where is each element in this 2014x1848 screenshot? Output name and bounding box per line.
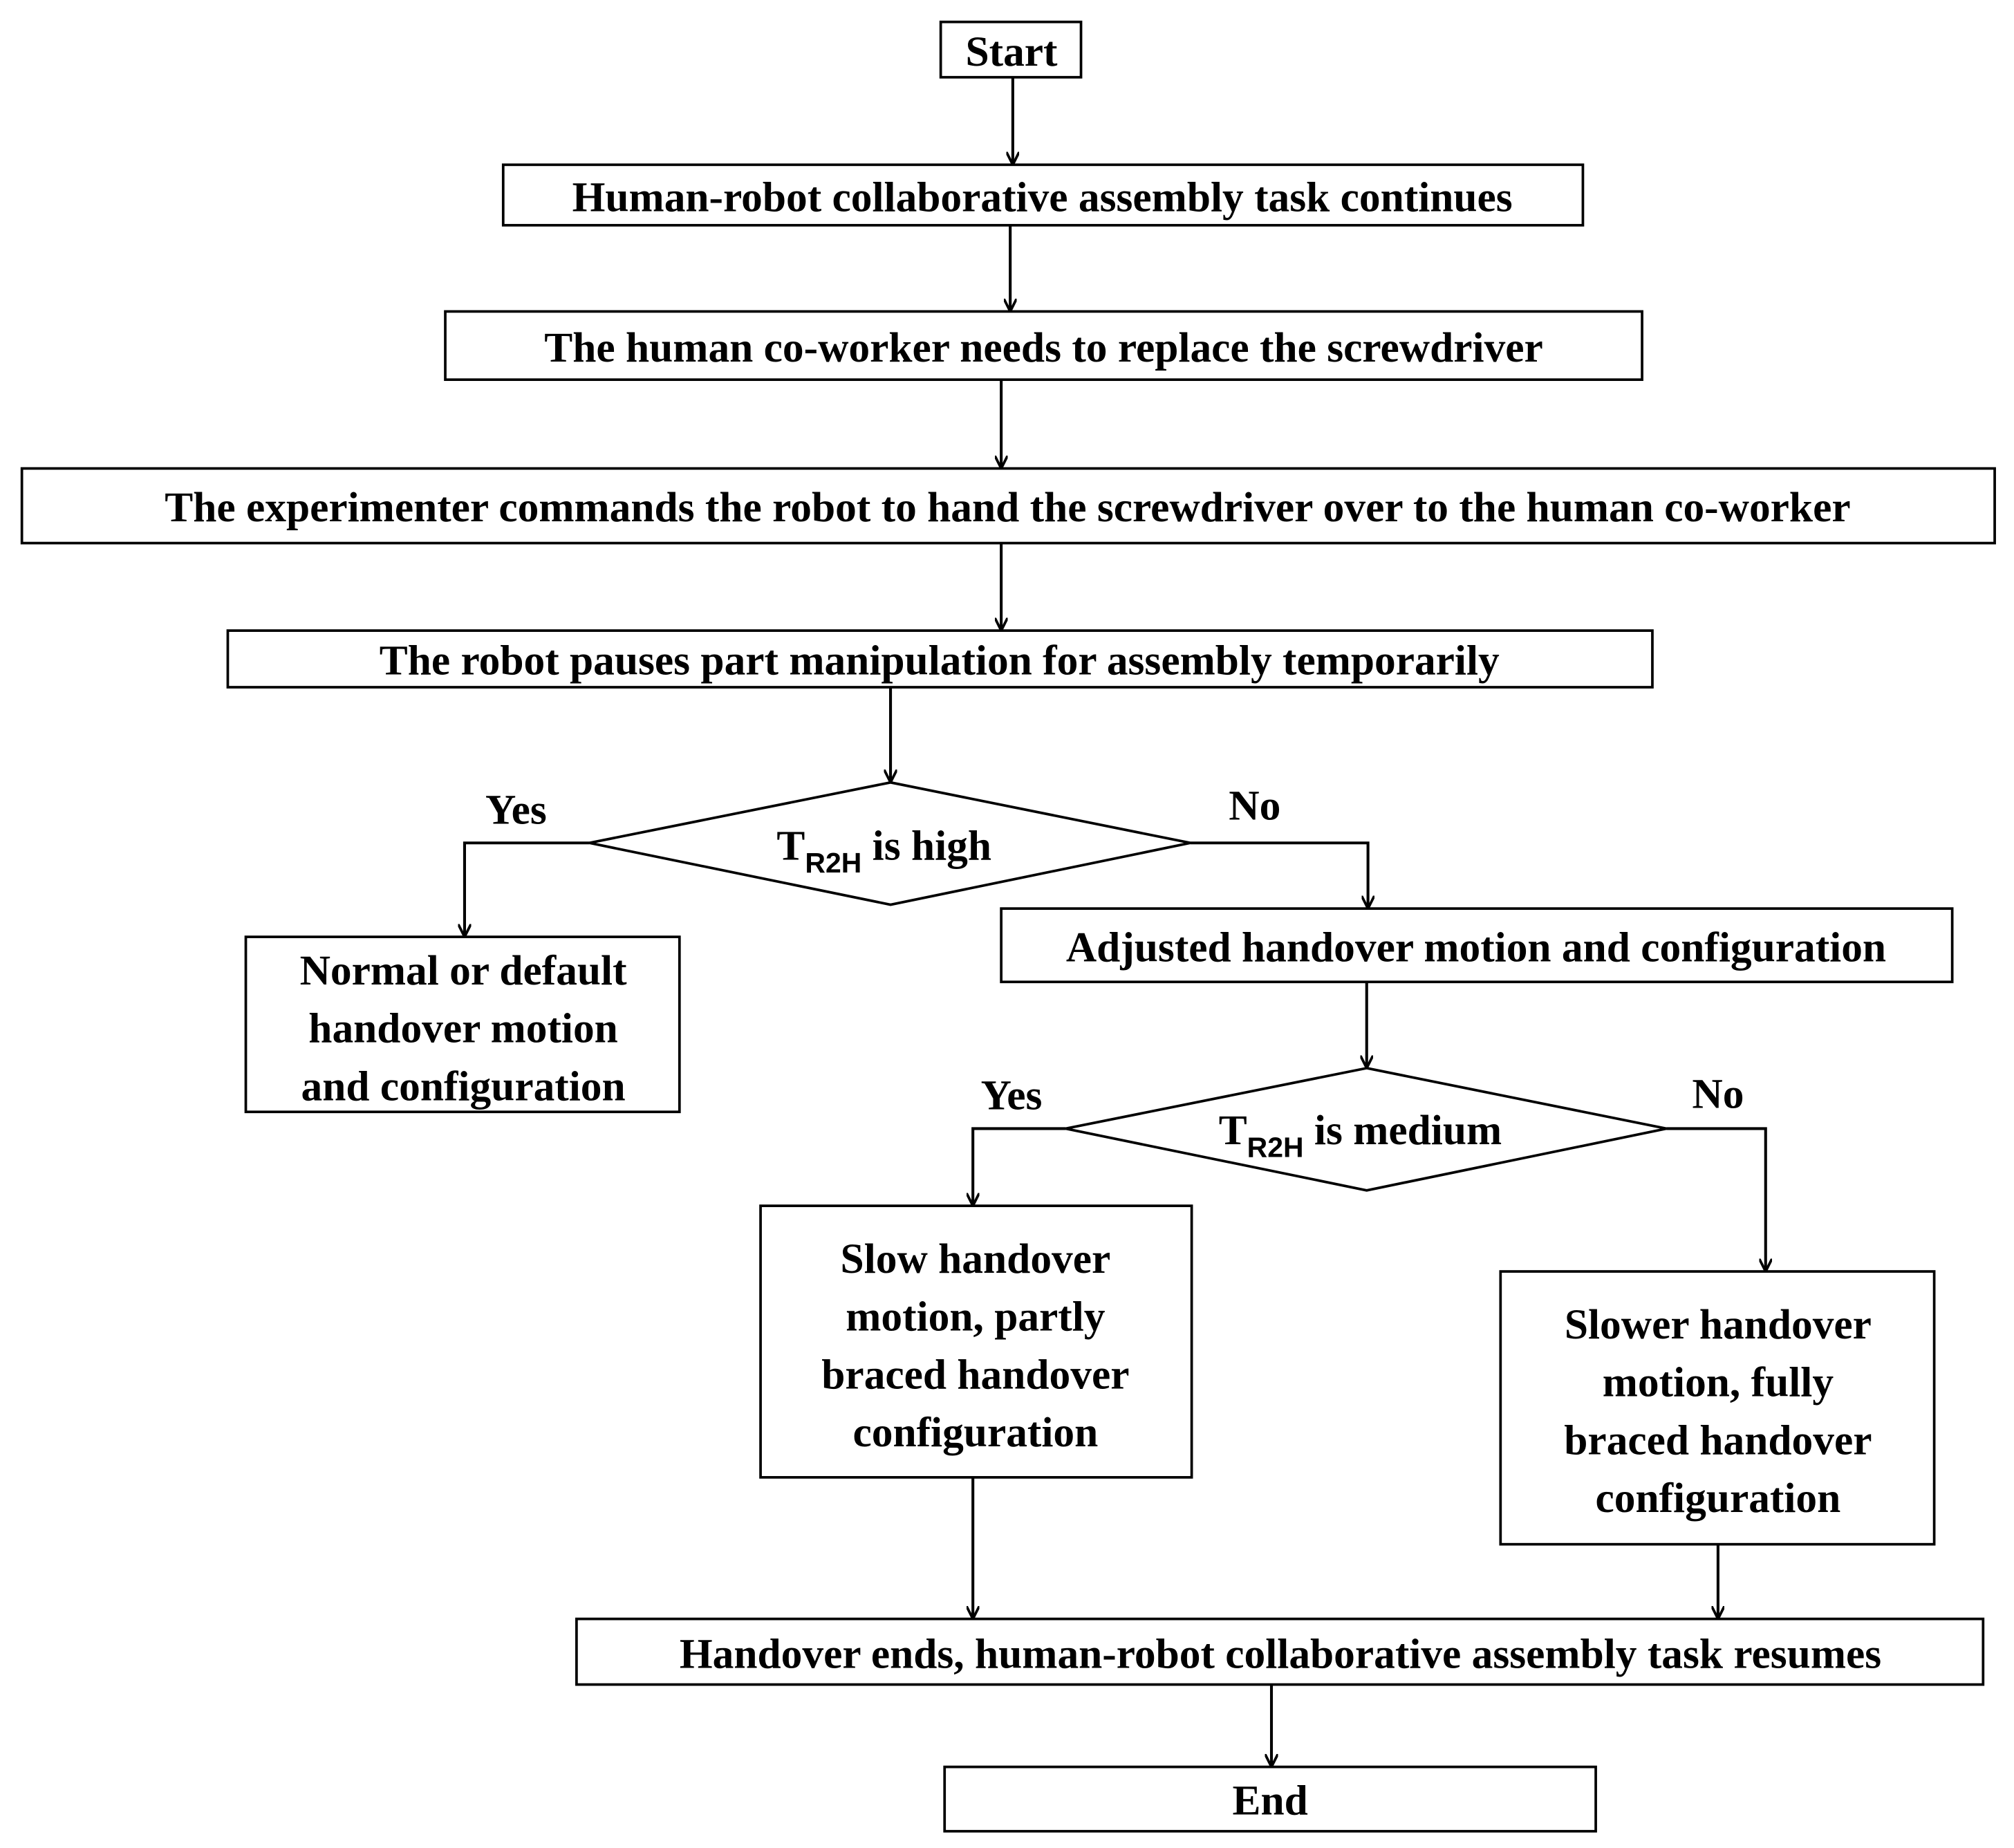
svg-text:The robot pauses part manipul: The robot pauses part manipulation for a…: [380, 637, 1500, 684]
svg-text:Start: Start: [966, 28, 1059, 75]
svg-text:Human-robot collaborative asse: Human-robot collaborative assembly task …: [572, 174, 1513, 221]
svg-text:TR2H is high: TR2H is high: [776, 822, 991, 879]
svg-text:End: End: [1233, 1777, 1308, 1824]
svg-text:Normal or default: Normal or default: [300, 947, 628, 994]
svg-text:configuration: configuration: [852, 1409, 1098, 1456]
no-label: No: [1692, 1071, 1744, 1118]
arrow-yes1: [465, 841, 590, 935]
no-label: No: [1229, 783, 1280, 830]
svg-text:handover motion: handover motion: [308, 1005, 618, 1052]
svg-text:motion, partly: motion, partly: [846, 1294, 1106, 1341]
needs-replace-node: The human co-worker needs to replace the…: [444, 310, 1643, 382]
pauses-node: The robot pauses part manipulation for a…: [226, 629, 1654, 689]
svg-text:braced handover: braced handover: [1564, 1417, 1872, 1464]
svg-text:Handover ends, human-robot col: Handover ends, human-robot collaborative…: [680, 1630, 1881, 1677]
connectors: [465, 77, 1766, 1766]
task-continues-node: Human-robot collaborative assembly task …: [501, 163, 1585, 227]
svg-text:braced handover: braced handover: [821, 1351, 1129, 1398]
commands-node: The experimenter commands the robot to h…: [20, 467, 1996, 545]
svg-text:and configuration: and configuration: [301, 1063, 626, 1110]
svg-text:Adjusted handover motion and c: Adjusted handover motion and configurati…: [1066, 924, 1886, 971]
svg-text:motion, fully: motion, fully: [1603, 1359, 1834, 1406]
yes-label: Yes: [485, 786, 547, 833]
slow-node: Slow handover motion, partly braced hand…: [759, 1204, 1193, 1479]
adjusted-node: Adjusted handover motion and configurati…: [1000, 907, 1954, 984]
normal-node: Normal or default handover motion and co…: [244, 935, 681, 1114]
arrow-yes2: [973, 1127, 1066, 1204]
svg-text:The experimenter commands the: The experimenter commands the robot to h…: [165, 484, 1850, 531]
svg-text:Slow handover: Slow handover: [841, 1235, 1111, 1282]
handover-ends-node: Handover ends, human-robot collaborative…: [575, 1617, 1985, 1686]
svg-text:The human co-worker needs to r: The human co-worker needs to replace the…: [544, 324, 1543, 371]
arrow-no2: [1666, 1127, 1765, 1270]
svg-text:TR2H is medium: TR2H is medium: [1219, 1107, 1502, 1164]
slower-node: Slower handover motion, fully braced han…: [1499, 1270, 1936, 1546]
yes-label: Yes: [981, 1072, 1043, 1119]
svg-text:configuration: configuration: [1595, 1475, 1840, 1522]
svg-text:Slower handover: Slower handover: [1565, 1301, 1872, 1348]
arrow-no1: [1190, 841, 1368, 907]
start-node: Start: [939, 20, 1083, 79]
decision-medium: TR2H is medium: [1065, 1067, 1667, 1192]
decision-high: TR2H is high: [589, 781, 1191, 906]
end-node: End: [943, 1765, 1597, 1833]
